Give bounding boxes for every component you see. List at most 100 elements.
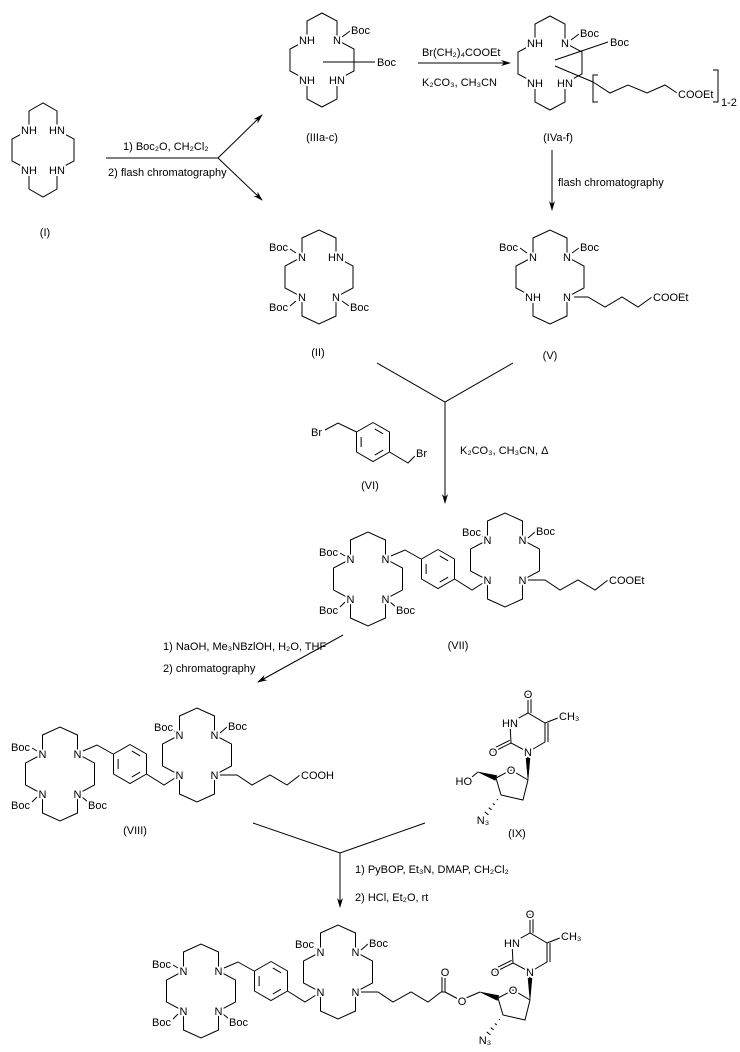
compound-label-VIII: (VIII) [123,825,147,837]
compound-VIII-left-ring [25,726,95,822]
boc-group: Boc [154,722,173,734]
reaction-arrow [257,634,344,683]
substituent-bond [519,247,528,254]
compound-label-V: (V) [543,350,558,362]
boc-group: Boc [295,939,314,951]
substituent-bond [289,248,297,254]
atom-label-n: N [180,966,188,978]
atom-label-hn: HN [49,165,65,177]
atom-label-o: O [441,967,450,979]
azido-hashed-bond [494,1023,498,1026]
atom-label-nh: NH [525,292,541,304]
atom-label-n: N [347,594,355,606]
atom-label-n: N [484,575,492,587]
compound-label-VII: (VII) [448,640,469,652]
atom-label-n: N [211,770,219,782]
bonds-layer [11,12,719,1041]
boc-group: Boc [319,547,338,559]
boc-position-bond [554,41,609,61]
methylene-linker [287,990,317,1003]
methylene-linker [454,578,484,591]
reagent-text: flash chromatography [558,177,664,189]
compound-label-II: (II) [311,347,324,359]
bracket-right [713,69,719,103]
atom-label-hn: HN [557,78,573,90]
reagent-text: K₂CO₃, CH₃CN, Δ [460,445,549,457]
bromomethyl-bond [324,422,357,433]
atom-label-n: N [382,554,390,566]
atom-label-n: N [332,292,340,304]
atom-label-hn: HN [502,718,518,730]
compound-label-IX: (IX) [508,828,526,840]
atom-label-n3: N₃ [477,815,489,827]
atom-label-n: N [563,252,571,264]
substituent-bond [341,30,351,38]
reagent-text: 2) chromatography [163,663,256,675]
substituent-bond [389,601,397,608]
atom-label-n: N [317,947,325,959]
atom-label-n: N [74,749,82,761]
boc-group: Boc [377,57,396,69]
substituent-bond [81,796,89,803]
ester-group: COOEt [609,575,644,587]
atom-label-hn: HN [49,125,65,137]
compound-label-IVa-f: (IVa-f) [543,132,573,144]
acid-group: COOH [301,770,334,782]
converging-lines [252,822,426,854]
atom-label-n: N [215,1006,223,1018]
compound-IIIa-c-ring [289,12,355,108]
methyl-bond [544,715,564,724]
atom-label-o: O [524,689,533,701]
atom-label-n: N [180,1006,188,1018]
atom-label-n: N [524,747,532,759]
aromatic-bond [374,428,384,435]
methylene-linker [82,744,114,755]
atom-label-nh: NH [299,35,315,47]
bromomethyl-bond [389,451,416,464]
ester-chain [592,81,678,94]
boc-group: Boc [319,605,338,617]
substituent-bond [570,33,580,41]
c2-carbonyl [491,739,510,750]
substituent-bond [219,726,228,734]
methylene-linker [390,549,422,560]
boc-group: Boc [580,242,599,254]
atom-label-o: O [489,747,498,759]
compound-IX-furanose-ring [495,769,529,801]
atom-label-nh: NH [299,75,315,87]
compound-label-I: (I) [40,227,50,239]
compound-I-ring [11,102,75,198]
boc-group: Boc [610,37,629,49]
atom-label-ch3: CH₃ [561,931,581,943]
compound-V-ring [515,229,585,325]
atom-label-n: N [215,966,223,978]
bromine: Br [416,448,427,460]
atom-label-n: N [484,535,492,547]
atom-label-o: O [458,996,467,1008]
boc-group: Boc [536,526,555,538]
atom-label-n: N [529,252,537,264]
c2-carbonyl [492,742,512,753]
boc-group: Boc [11,800,30,812]
atom-label-o: O [507,765,516,777]
glycosidic-wedge-bond [527,971,533,1001]
aromatic-bond [272,988,282,995]
compound-II-ring [284,229,354,325]
reagent-text: 1) NaOH, Me₃NBzlOH, H₂O, THF [163,641,326,653]
atom-label-hn: HN [504,938,520,950]
azido-hashed-bond [486,1031,491,1036]
substituent-bond [339,601,346,608]
atom-label-n: N [211,730,219,742]
boc-group: Boc [499,242,518,254]
boc-group: Boc [351,25,370,37]
aromatic-bond [374,449,384,456]
atom-label-n: N [74,789,82,801]
substituent-bond [31,747,38,752]
ester-chain [574,296,653,308]
methyl-bond [546,935,566,944]
compound-label-IIIa-c: (IIIa-c) [306,132,338,144]
reaction-arrow-up [217,114,263,159]
ester-group: COOEt [653,292,688,304]
